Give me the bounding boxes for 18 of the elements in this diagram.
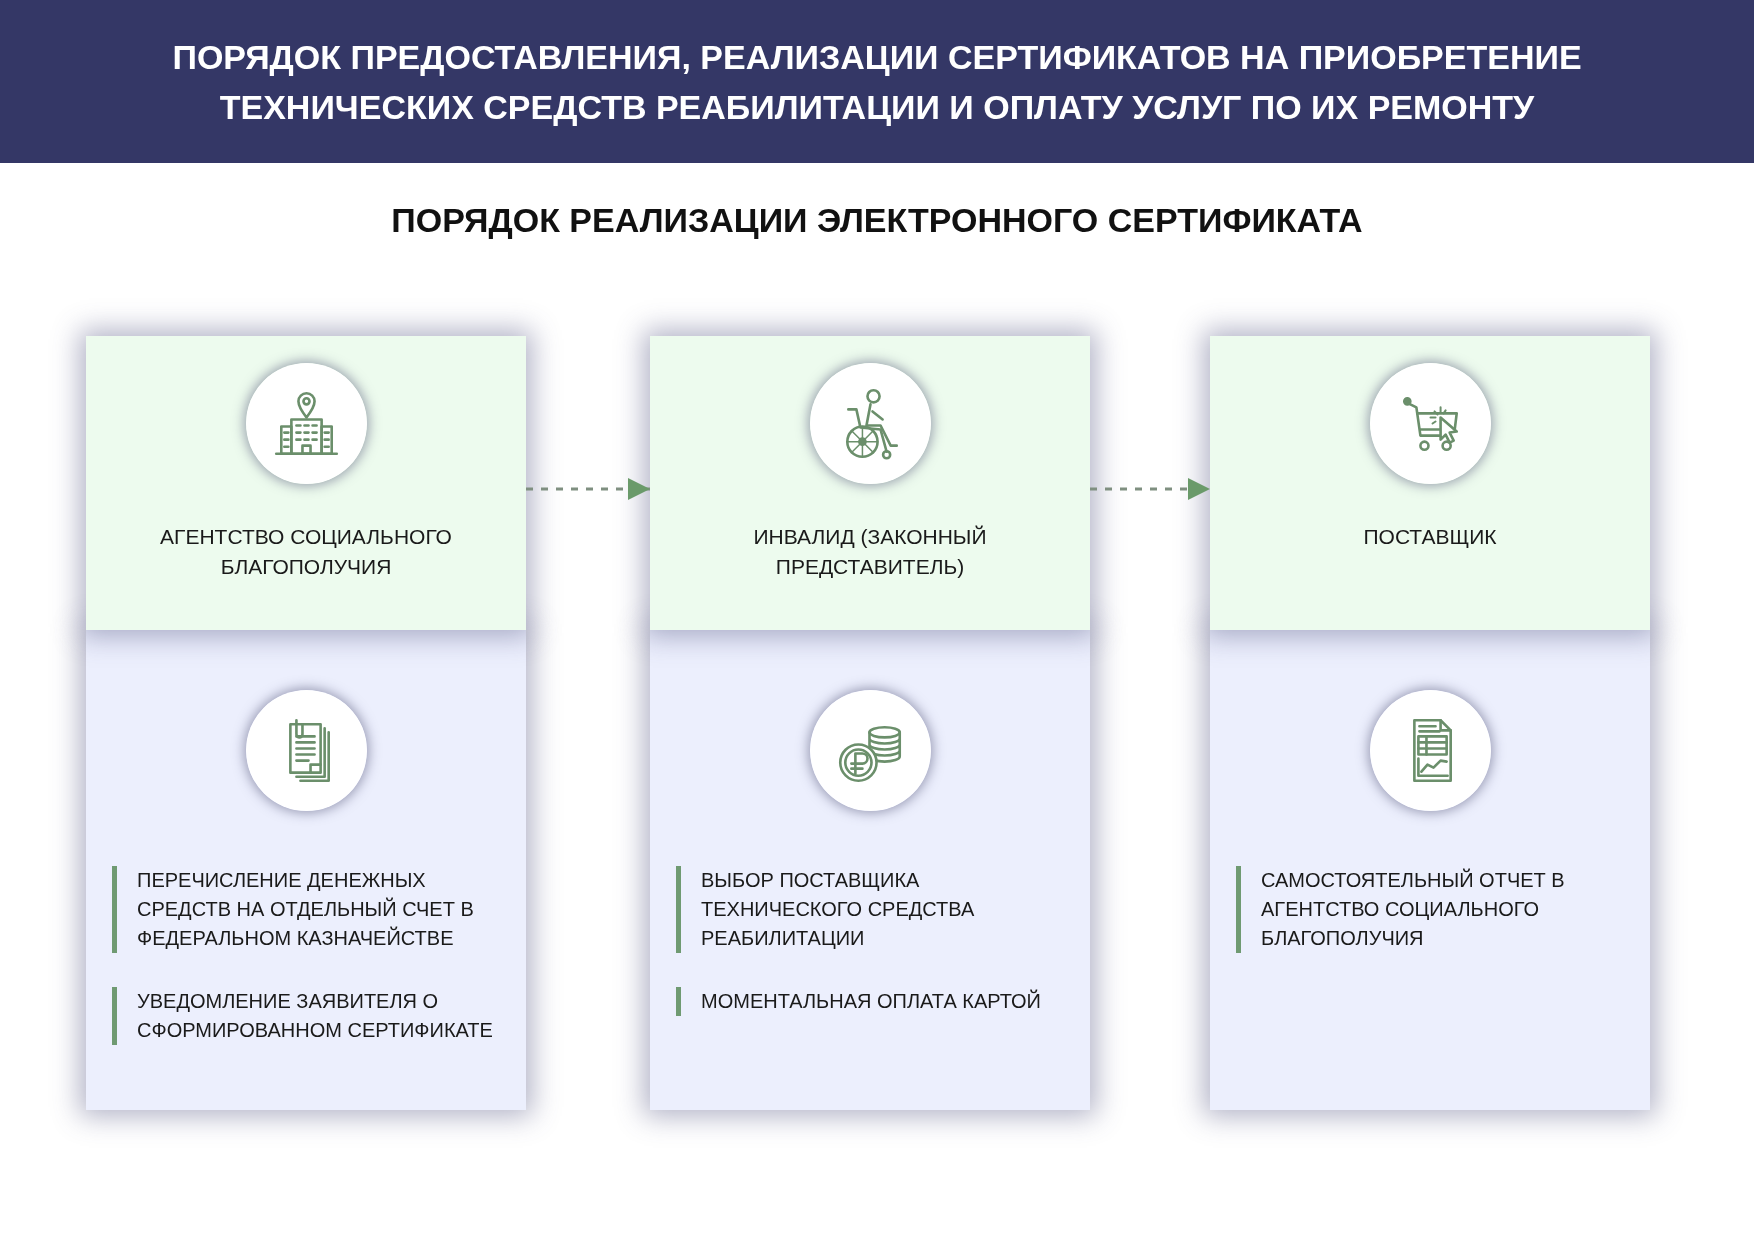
steps-card — [86, 630, 526, 1110]
list-item: ПЕРЕЧИСЛЕНИЕ ДЕНЕЖНЫХ СРЕДСТВ НА ОТДЕЛЬНЫЙ СЧЕТ В ФЕДЕРАЛЬНОМ КАЗНАЧЕЙСТВЕ — [112, 866, 507, 953]
list-item: МОМЕНТАЛЬНАЯ ОПЛАТА КАРТОЙ — [676, 987, 1041, 1016]
list-item: САМОСТОЯТЕЛЬНЫЙ ОТЧЕТ В АГЕНТСТВО СОЦИАЛЬНОГО БЛАГОПОЛУЧИЯ — [1236, 866, 1631, 953]
dashed-arrow — [1090, 477, 1210, 500]
steps-card — [650, 630, 1090, 1110]
steps-card — [1210, 630, 1650, 1110]
dashed-arrow — [526, 477, 650, 500]
card-title: ПОСТАВЩИК — [1363, 524, 1497, 550]
actor-card — [1210, 336, 1650, 630]
actor-card — [650, 336, 1090, 630]
actor-card — [86, 336, 526, 630]
list-item: УВЕДОМЛЕНИЕ ЗАЯВИТЕЛЯ О СФОРМИРОВАННОМ СЕРТИФИКАТЕ — [112, 987, 507, 1045]
list-item: ВЫБОР ПОСТАВЩИКА ТЕХНИЧЕСКОГО СРЕДСТВА РЕАБИЛИТАЦИИ — [676, 866, 1071, 953]
card-title: ИНВАЛИД (ЗАКОННЫЙ ПРЕДСТАВИТЕЛЬ) — [752, 524, 988, 580]
title: ПОРЯДОК ПРЕДОСТАВЛЕНИЯ, РЕАЛИЗАЦИИ СЕРТИФИКАТОВ НА ПРИОБРЕТЕНИЕ ТЕХНИЧЕСКИХ СРЕДСТВ РЕАБИЛИТАЦИИ И ОПЛАТУ УСЛУГ ПО ИХ РЕМОНТУ — [171, 36, 1583, 128]
card-title: АГЕНТСТВО СОЦИАЛЬНОГО БЛАГОПОЛУЧИЯ — [159, 524, 453, 580]
subtitle: ПОРЯДОК РЕАЛИЗАЦИИ ЭЛЕКТРОННОГО СЕРТИФИКАТА — [391, 200, 1363, 241]
